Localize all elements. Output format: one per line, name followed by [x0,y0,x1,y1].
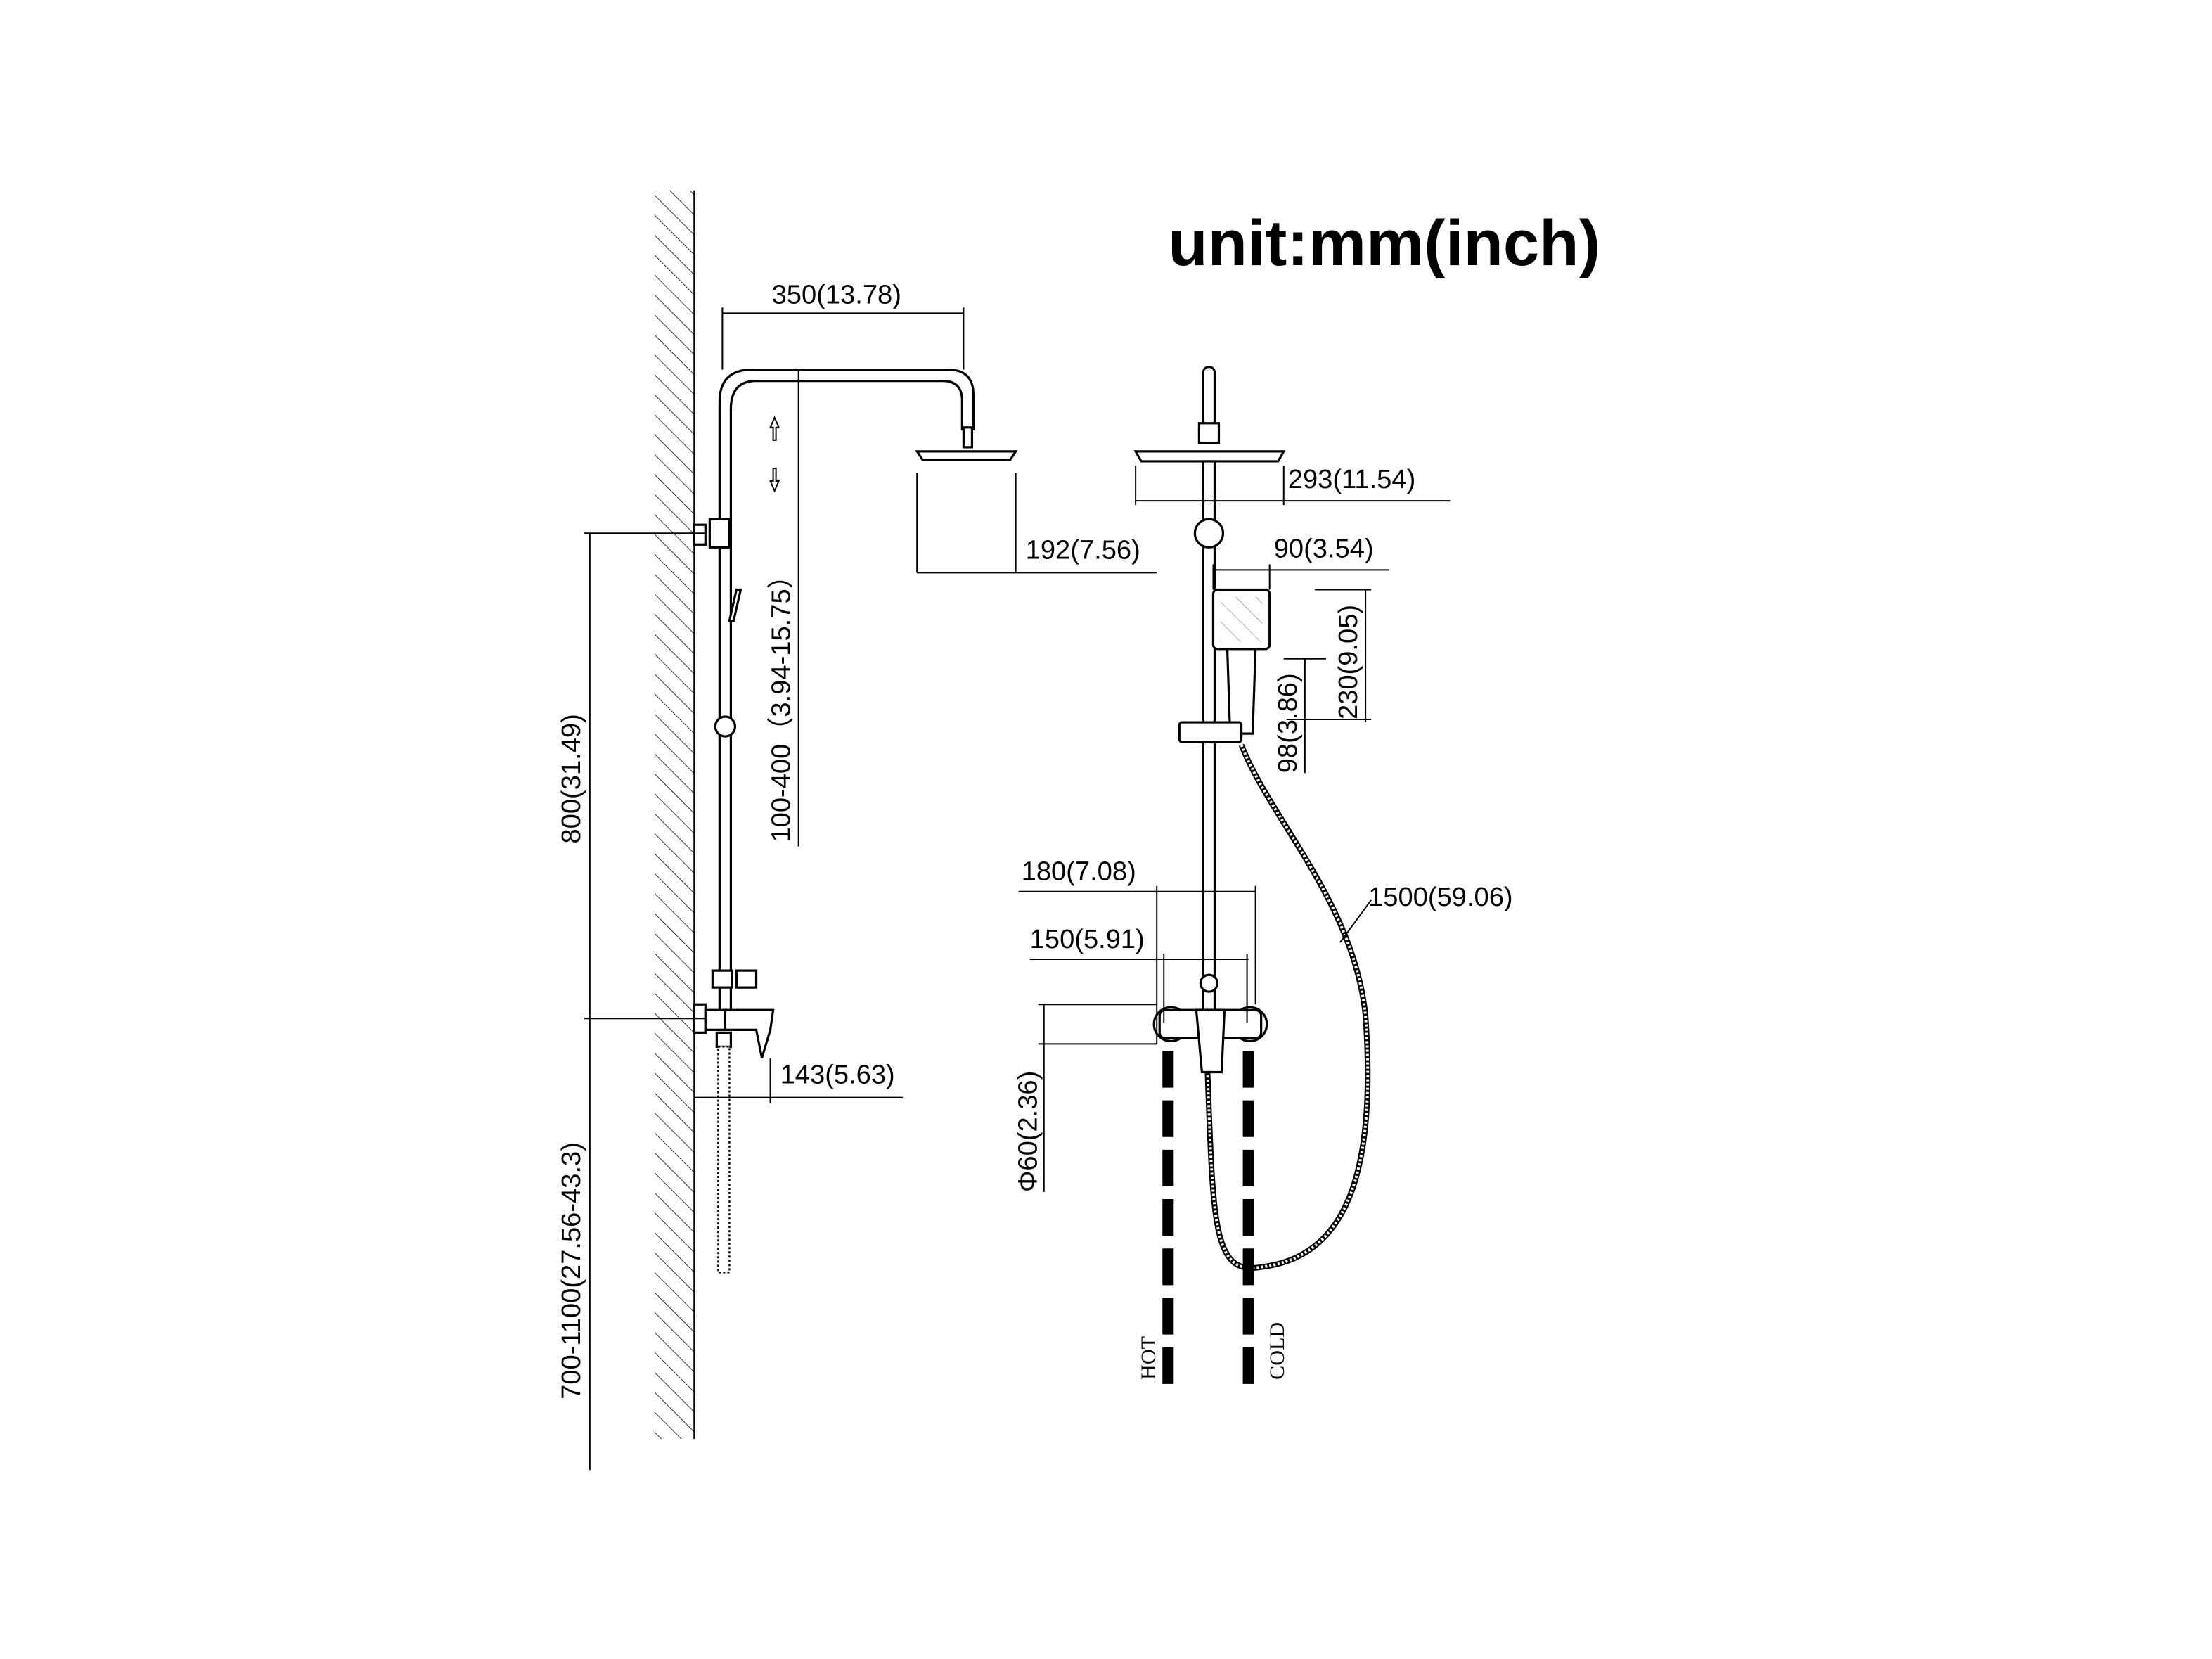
dim-hand-length: 230(9.05) [1334,605,1363,719]
dim-hand-head-length: 98(3.86) [1273,673,1303,773]
dim-pole-height: 800(31.49) [557,714,586,843]
dim-center-distance: 150(5.91) [1030,925,1145,954]
cold-label: COLD [1265,1322,1289,1380]
dim-head-height: 192(7.56) [1026,535,1140,565]
side-view-shower [693,368,1018,1274]
side-dimensions: 350(13.78) 192(7.56) 100-400（3.94-15.75）… [557,280,1157,1471]
dim-install-height: 700-1100(27.56-43.3) [557,1142,586,1399]
dim-head-width: 293(11.54) [1288,465,1416,494]
dim-flange-diameter: Φ60(2.36) [1014,1071,1043,1192]
hot-label: HOT [1136,1336,1160,1380]
front-dimensions: 293(11.54) 90(3.54) 230(9.05) 98(3.86) 1… [1014,465,1513,1192]
dim-hose-length: 1500(59.06) [1368,883,1513,912]
dim-hand-width: 90(3.54) [1274,534,1374,563]
dim-mixer-width: 180(7.08) [1022,857,1136,887]
wall [655,190,695,1440]
dim-adjust-range: 100-400（3.94-15.75） [767,562,797,842]
dim-mixer-depth: 143(5.63) [780,1061,895,1090]
dim-arm-length: 350(13.78) [772,280,901,309]
unit-title: unit:mm(inch) [1168,206,1600,279]
front-view-shower: HOT COLD [1133,365,1371,1394]
